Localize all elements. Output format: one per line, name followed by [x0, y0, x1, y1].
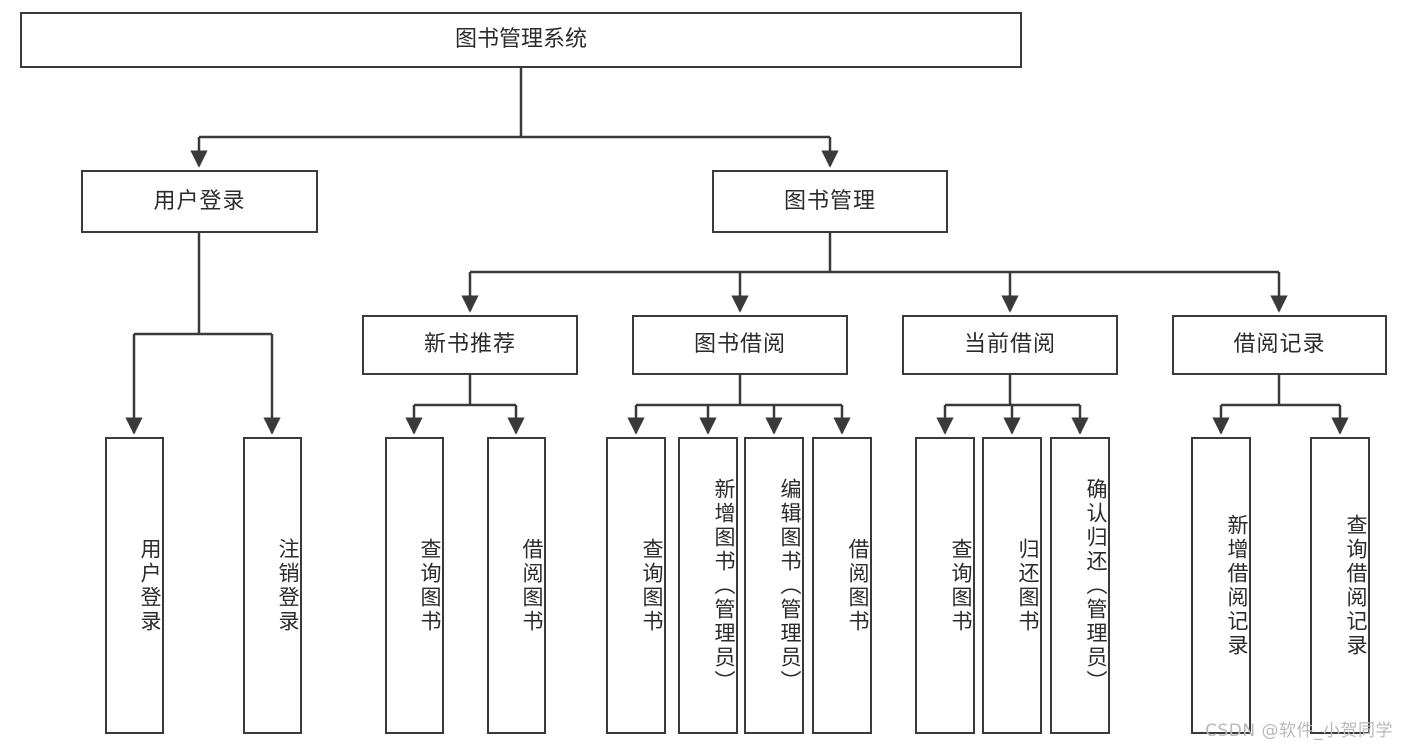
node-leaf-add-record[interactable]: 新增借阅记录 — [1191, 437, 1251, 734]
node-leaf-confirm-return[interactable]: 确认归还（管理员） — [1050, 437, 1110, 734]
node-label: 图书借阅 — [693, 332, 786, 358]
node-leaf-query-book-2[interactable]: 查询图书 — [606, 437, 666, 734]
node-label: 用户登录 — [153, 188, 246, 214]
node-leaf-logout[interactable]: 注销登录 — [243, 437, 302, 734]
node-label: 借阅记录 — [1233, 332, 1326, 358]
node-label: 查询图书 — [949, 537, 973, 634]
node-leaf-return-book[interactable]: 归还图书 — [982, 437, 1042, 734]
node-current-borrow[interactable]: 当前借阅 — [902, 315, 1118, 375]
node-root-label: 图书管理系统 — [454, 27, 587, 53]
node-label: 图书管理 — [783, 188, 876, 214]
node-book-borrow[interactable]: 图书借阅 — [632, 315, 848, 375]
node-leaf-query-record[interactable]: 查询借阅记录 — [1310, 437, 1370, 734]
node-label: 新增图书（管理员） — [712, 477, 736, 694]
node-leaf-user-login[interactable]: 用户登录 — [105, 437, 164, 734]
watermark: CSDN @软件_小贺同学 — [1205, 721, 1393, 741]
node-label: 借阅图书 — [846, 537, 870, 634]
node-label: 新增借阅记录 — [1225, 513, 1249, 658]
node-label: 查询图书 — [418, 537, 442, 634]
node-label: 确认归还（管理员） — [1084, 477, 1108, 694]
node-label: 当前借阅 — [963, 332, 1056, 358]
node-new-book-recommend[interactable]: 新书推荐 — [362, 315, 578, 375]
node-label: 查询借阅记录 — [1344, 513, 1368, 658]
node-leaf-borrow-book-1[interactable]: 借阅图书 — [487, 437, 546, 734]
node-root[interactable]: 图书管理系统 — [20, 12, 1022, 68]
node-leaf-edit-book[interactable]: 编辑图书（管理员） — [744, 437, 804, 734]
node-label: 注销登录 — [276, 537, 300, 634]
node-leaf-query-book-1[interactable]: 查询图书 — [385, 437, 444, 734]
node-label: 查询图书 — [640, 537, 664, 634]
node-borrow-record[interactable]: 借阅记录 — [1172, 315, 1387, 375]
node-leaf-query-book-3[interactable]: 查询图书 — [915, 437, 975, 734]
node-label: 编辑图书（管理员） — [778, 477, 802, 694]
node-leaf-borrow-book-2[interactable]: 借阅图书 — [812, 437, 872, 734]
node-label: 新书推荐 — [423, 332, 516, 358]
node-label: 用户登录 — [138, 537, 162, 634]
node-leaf-add-book[interactable]: 新增图书（管理员） — [678, 437, 738, 734]
node-label: 借阅图书 — [520, 537, 544, 634]
node-user-login[interactable]: 用户登录 — [81, 170, 318, 233]
node-book-manage[interactable]: 图书管理 — [712, 170, 948, 233]
node-label: 归还图书 — [1016, 537, 1040, 634]
